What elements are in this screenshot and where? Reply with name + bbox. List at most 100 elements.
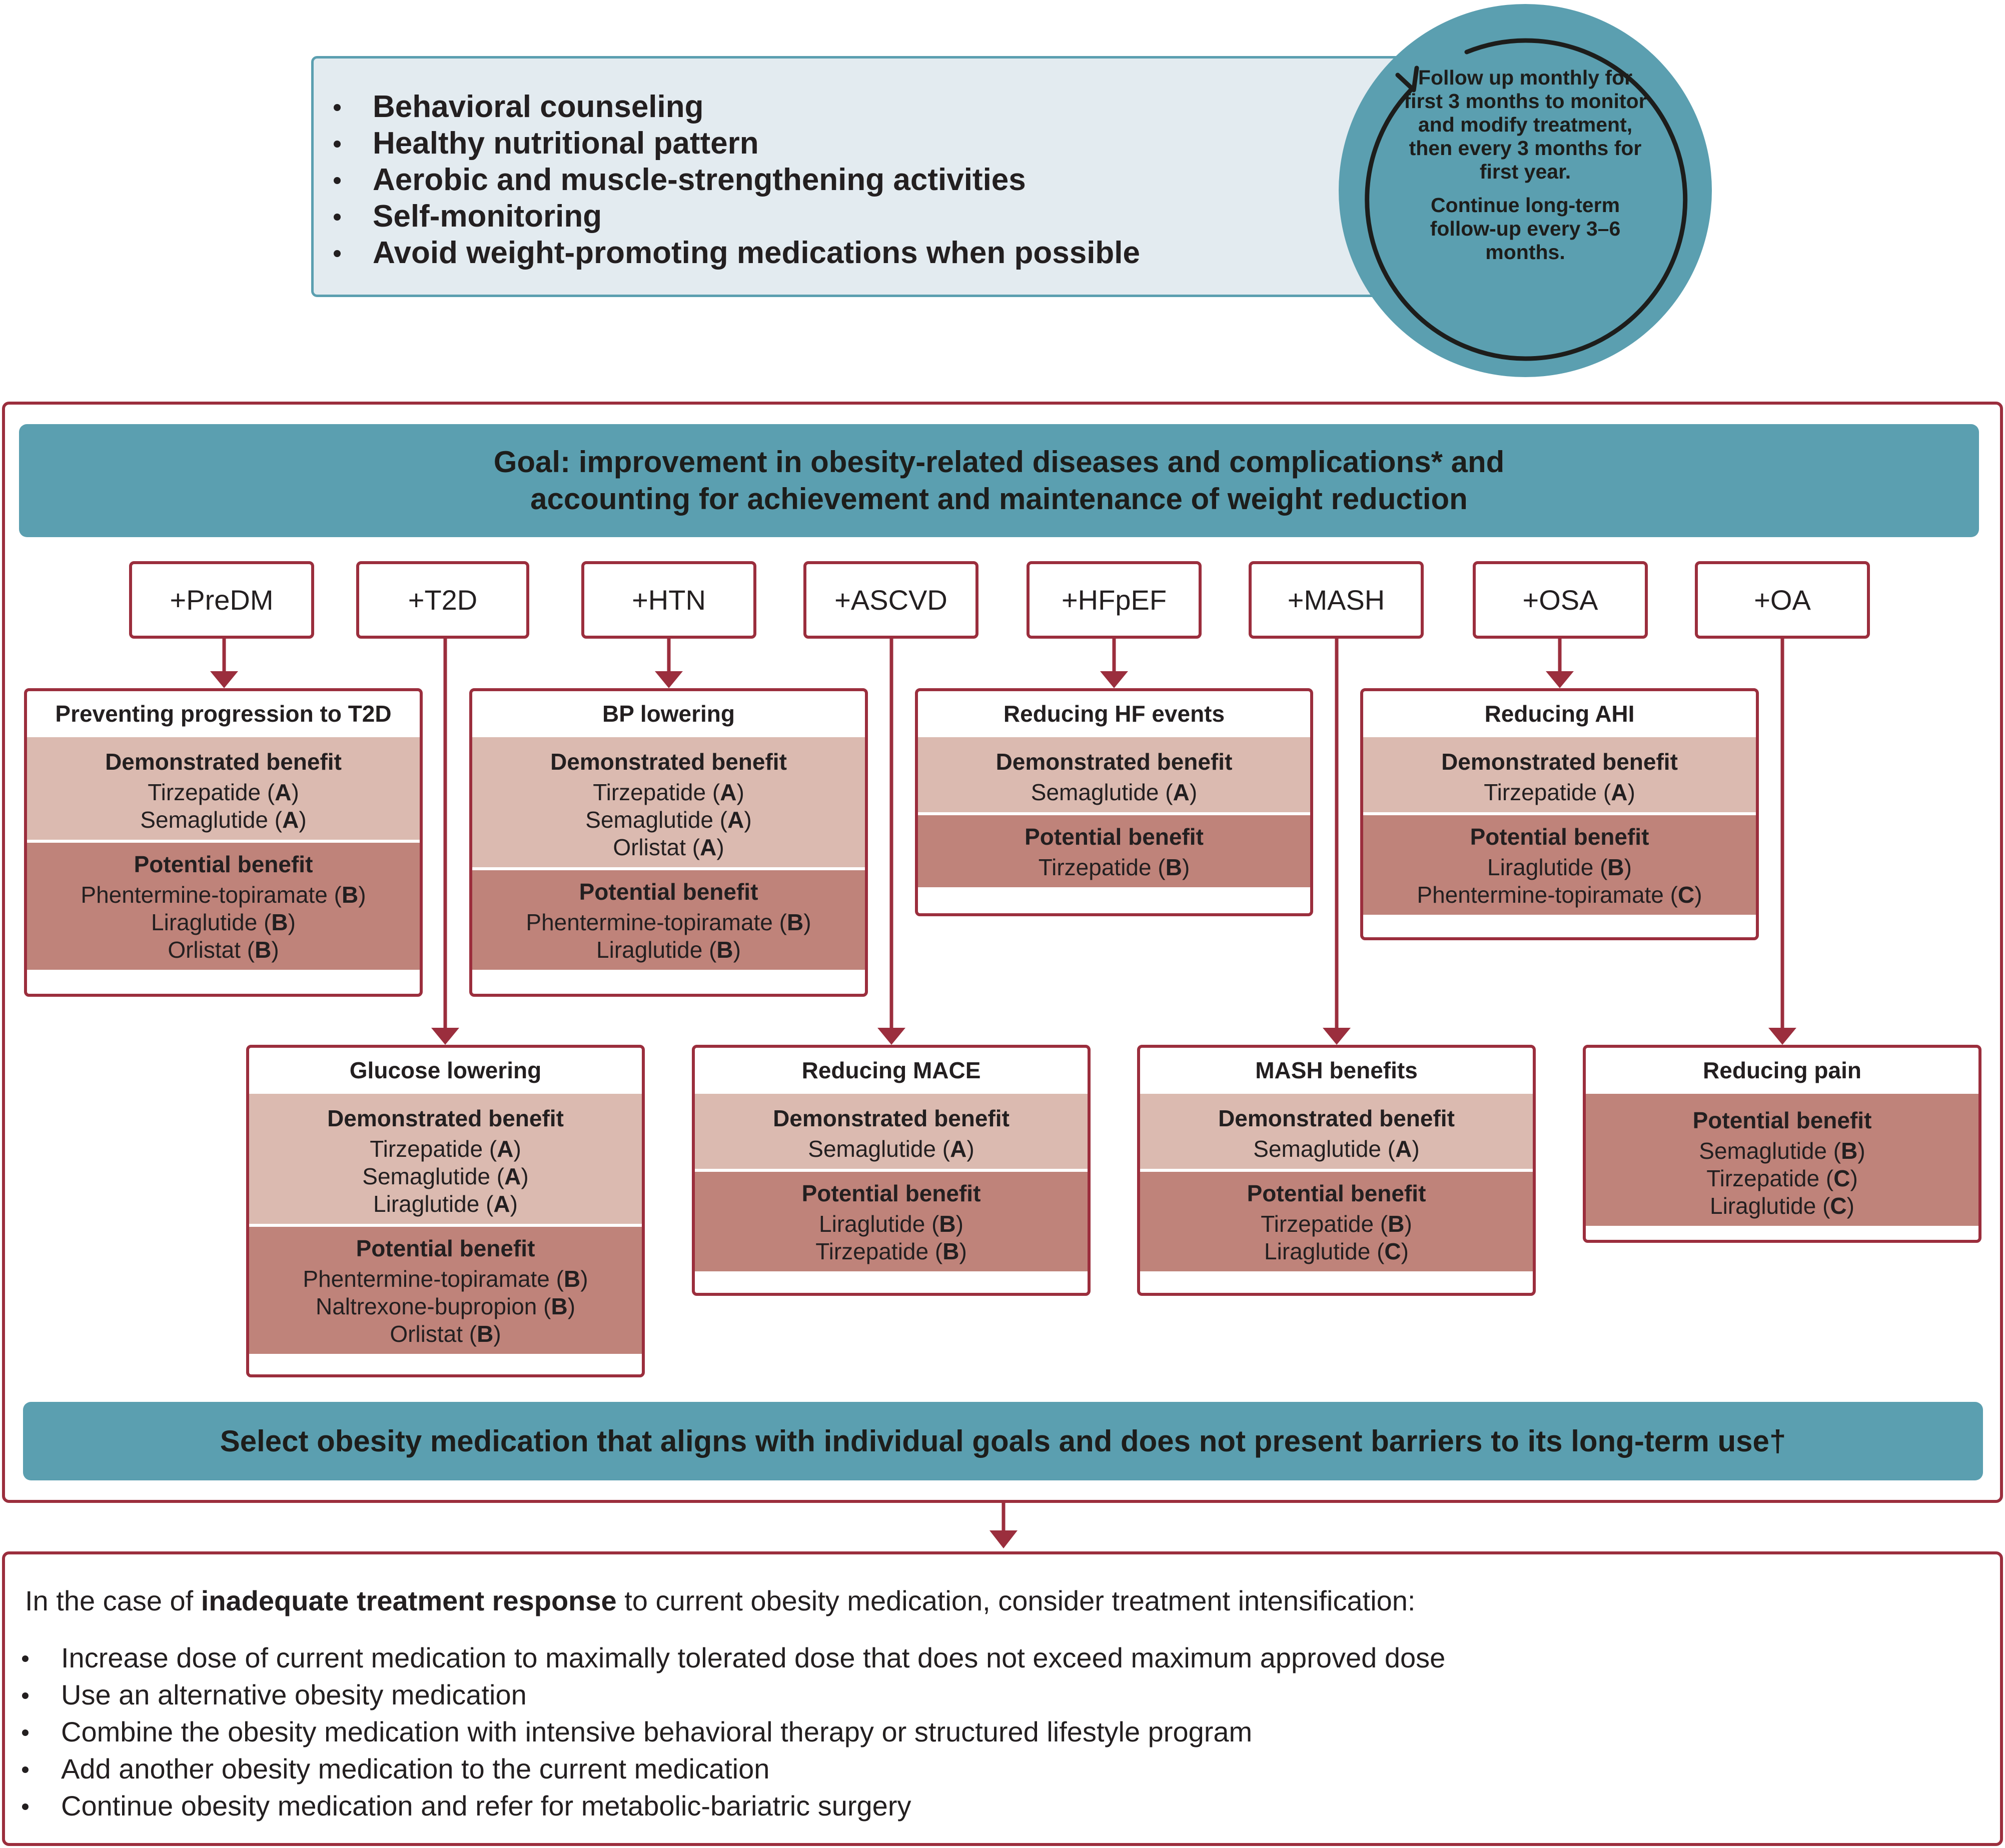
demonstrated-label: Demonstrated benefit [327, 1105, 564, 1131]
outcome-box-osa: Reducing AHI Demonstrated benefit Tirzep… [1360, 688, 1759, 940]
drug-entry: Tirzepatide (A) [1484, 779, 1635, 805]
demonstrated-section: Demonstrated benefit Tirzepatide (A) Sem… [27, 737, 420, 840]
outcome-box-predm: Preventing progression to T2D Demonstrat… [24, 688, 423, 997]
drug-entry: Liraglutide (B) [151, 909, 296, 935]
potential-section: Potential benefit Liraglutide (B) Tirzep… [695, 1169, 1088, 1271]
demonstrated-label: Demonstrated benefit [995, 749, 1233, 775]
followup-text: Follow up monthly for first 3 months to … [1404, 66, 1647, 274]
intensification-lead: In the case of inadequate treatment resp… [25, 1585, 1416, 1616]
goal-banner: Goal: improvement in obesity-related dis… [19, 424, 1979, 537]
outcome-box-htn: BP lowering Demonstrated benefit Tirzepa… [469, 688, 868, 997]
outcome-box-t2d: Glucose lowering Demonstrated benefit Ti… [246, 1045, 645, 1377]
lifestyle-item: Healthy nutritional pattern [334, 125, 1469, 162]
drug-entry: Liraglutide (C) [1710, 1193, 1854, 1219]
drug-entry: Phentermine-topiramate (C) [1417, 882, 1702, 908]
demonstrated-section: Demonstrated benefit Semaglutide (A) [918, 737, 1310, 812]
drug-entry: Tirzepatide (C) [1706, 1165, 1858, 1191]
drug-entry: Semaglutide (A) [362, 1163, 529, 1189]
goal-line-2: accounting for achievement and maintenan… [530, 482, 1468, 516]
demonstrated-label: Demonstrated benefit [550, 749, 787, 775]
drug-entry: Semaglutide (A) [808, 1136, 974, 1162]
followup-line-1: Follow up monthly for first 3 months to … [1404, 66, 1647, 183]
demonstrated-section: Demonstrated benefit Tirzepatide (A) Sem… [249, 1094, 642, 1224]
condition-oa: +OA [1695, 561, 1870, 639]
drug-entry: Tirzepatide (B) [815, 1238, 967, 1264]
potential-label: Potential benefit [1692, 1107, 1872, 1133]
potential-section: Potential benefit Tirzepatide (B) [918, 812, 1310, 887]
drug-entry: Liraglutide (C) [1264, 1238, 1409, 1264]
potential-section: Potential benefit Semaglutide (B) Tirzep… [1586, 1094, 1978, 1226]
outcome-title: BP lowering [602, 701, 735, 727]
outcome-title: Reducing HF events [1003, 701, 1225, 727]
drug-entry: Orlistat (B) [168, 937, 279, 963]
condition-mash: +MASH [1249, 561, 1424, 639]
drug-entry: Semaglutide (A) [1031, 779, 1198, 805]
drug-entry: Tirzepatide (B) [1261, 1211, 1412, 1237]
drug-entry: Semaglutide (A) [140, 807, 307, 833]
potential-label: Potential benefit [579, 879, 758, 905]
followup-line-2: Continue long-term follow-up every 3–6 m… [1430, 194, 1621, 264]
demonstrated-label: Demonstrated benefit [1441, 749, 1678, 775]
demonstrated-label: Demonstrated benefit [1218, 1105, 1455, 1131]
potential-label: Potential benefit [356, 1235, 535, 1261]
potential-section: Potential benefit Liraglutide (B) Phente… [1363, 812, 1756, 915]
lifestyle-list: Behavioral counseling Healthy nutritiona… [314, 59, 1469, 271]
outcome-title: Preventing progression to T2D [55, 701, 392, 727]
outcome-title: MASH benefits [1255, 1057, 1418, 1083]
intensification-list: Increase dose of current medication to m… [5, 1639, 1445, 1824]
demonstrated-section: Demonstrated benefit Semaglutide (A) [1140, 1094, 1533, 1169]
drug-entry: Orlistat (A) [613, 834, 724, 860]
cycle-arrow-icon [1365, 38, 1688, 361]
lifestyle-item: Avoid weight-promoting medications when … [334, 235, 1469, 271]
followup-circle: Follow up monthly for first 3 months to … [1339, 4, 1712, 377]
potential-label: Potential benefit [801, 1180, 981, 1206]
outcome-box-hfpef: Reducing HF events Demonstrated benefit … [915, 688, 1313, 916]
drug-entry: Phentermine-topiramate (B) [81, 882, 366, 908]
demonstrated-section: Demonstrated benefit Semaglutide (A) [695, 1094, 1088, 1169]
demonstrated-section: Demonstrated benefit Tirzepatide (A) Sem… [472, 737, 865, 867]
condition-hfpef: +HFpEF [1027, 561, 1202, 639]
intensification-item: Combine the obesity medication with inte… [22, 1713, 1445, 1750]
drug-entry: Liraglutide (B) [596, 937, 741, 963]
select-medication-banner: Select obesity medication that aligns wi… [23, 1402, 1983, 1480]
outcome-title: Reducing MACE [801, 1057, 981, 1083]
outcome-title: Reducing AHI [1484, 701, 1635, 727]
potential-section: Potential benefit Phentermine-topiramate… [472, 867, 865, 970]
potential-label: Potential benefit [134, 851, 313, 877]
potential-section: Potential benefit Phentermine-topiramate… [249, 1224, 642, 1354]
drug-entry: Orlistat (B) [390, 1321, 501, 1347]
lifestyle-item: Self-monitoring [334, 198, 1469, 235]
intensification-item: Add another obesity medication to the cu… [22, 1750, 1445, 1787]
drug-entry: Semaglutide (A) [1253, 1136, 1420, 1162]
drug-entry: Liraglutide (A) [373, 1191, 518, 1217]
outcome-box-oa: Reducing pain Potential benefit Semaglut… [1583, 1045, 1981, 1243]
drug-entry: Semaglutide (A) [585, 807, 752, 833]
goal-line-1: Goal: improvement in obesity-related dis… [493, 445, 1505, 479]
drug-entry: Phentermine-topiramate (B) [303, 1266, 588, 1292]
potential-section: Potential benefit Phentermine-topiramate… [27, 840, 420, 970]
potential-label: Potential benefit [1247, 1180, 1426, 1206]
lifestyle-item: Behavioral counseling [334, 89, 1469, 125]
outcome-title: Glucose lowering [349, 1057, 542, 1083]
demonstrated-section: Demonstrated benefit Tirzepatide (A) [1363, 737, 1756, 812]
lifestyle-box: Behavioral counseling Healthy nutritiona… [311, 56, 1472, 297]
intensification-item: Increase dose of current medication to m… [22, 1639, 1445, 1676]
drug-entry: Tirzepatide (A) [148, 779, 299, 805]
intensification-item: Continue obesity medication and refer fo… [22, 1787, 1445, 1824]
potential-section: Potential benefit Tirzepatide (B) Liragl… [1140, 1169, 1533, 1271]
drug-entry: Tirzepatide (A) [593, 779, 744, 805]
outcome-box-ascvd: Reducing MACE Demonstrated benefit Semag… [692, 1045, 1091, 1296]
outcome-box-mash: MASH benefits Demonstrated benefit Semag… [1137, 1045, 1536, 1296]
drug-entry: Phentermine-topiramate (B) [526, 909, 811, 935]
condition-ascvd: +ASCVD [803, 561, 978, 639]
potential-label: Potential benefit [1470, 824, 1649, 850]
potential-label: Potential benefit [1025, 824, 1204, 850]
condition-predm: +PreDM [129, 561, 314, 639]
drug-entry: Tirzepatide (B) [1038, 854, 1190, 880]
drug-entry: Liraglutide (B) [819, 1211, 963, 1237]
demonstrated-label: Demonstrated benefit [773, 1105, 1010, 1131]
condition-htn: +HTN [581, 561, 756, 639]
drug-entry: Liraglutide (B) [1487, 854, 1632, 880]
outcome-title: Reducing pain [1703, 1057, 1861, 1083]
